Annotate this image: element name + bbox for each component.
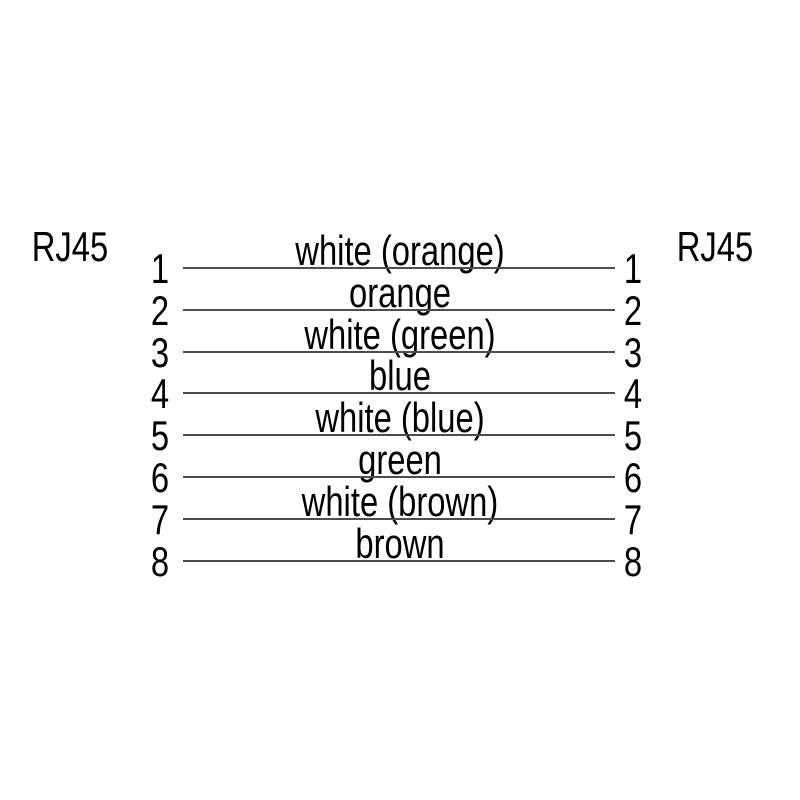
- right-pin-number: 4: [623, 370, 643, 417]
- wire-color-label: blue: [369, 352, 431, 399]
- left-connector-label: RJ45: [31, 223, 109, 270]
- right-pin-number: 5: [623, 412, 643, 459]
- left-pin-number: 1: [150, 245, 170, 292]
- right-connector-label: RJ45: [676, 223, 754, 270]
- wire-color-label: white (blue): [315, 394, 485, 441]
- right-pin-number: 2: [623, 287, 643, 334]
- right-pin-number: 7: [623, 496, 643, 543]
- wire-line: [183, 560, 615, 562]
- left-pin-number: 3: [150, 329, 170, 376]
- wire-line: [183, 267, 615, 269]
- wire-line: [183, 476, 615, 478]
- left-pin-number: 4: [150, 370, 170, 417]
- left-pin-number: 6: [150, 454, 170, 501]
- left-pin-number: 8: [150, 538, 170, 585]
- left-pin-number: 7: [150, 496, 170, 543]
- right-pin-number: 8: [623, 538, 643, 585]
- left-pin-number: 2: [150, 287, 170, 334]
- wire-color-label: green: [358, 436, 442, 483]
- right-pin-number: 1: [623, 245, 643, 292]
- wire-line: [183, 434, 615, 436]
- wire-line: [183, 518, 615, 520]
- wire-line: [183, 351, 615, 353]
- wire-color-label: white (brown): [301, 478, 499, 525]
- wire-color-label: brown: [355, 520, 445, 567]
- right-pin-number: 6: [623, 454, 643, 501]
- wire-color-label: white (orange): [295, 227, 505, 274]
- wire-color-label: white (green): [304, 311, 496, 358]
- left-pin-number: 5: [150, 412, 170, 459]
- wire-line: [183, 392, 615, 394]
- wire-line: [183, 309, 615, 311]
- wire-color-label: orange: [348, 269, 452, 316]
- right-pin-number: 3: [623, 329, 643, 376]
